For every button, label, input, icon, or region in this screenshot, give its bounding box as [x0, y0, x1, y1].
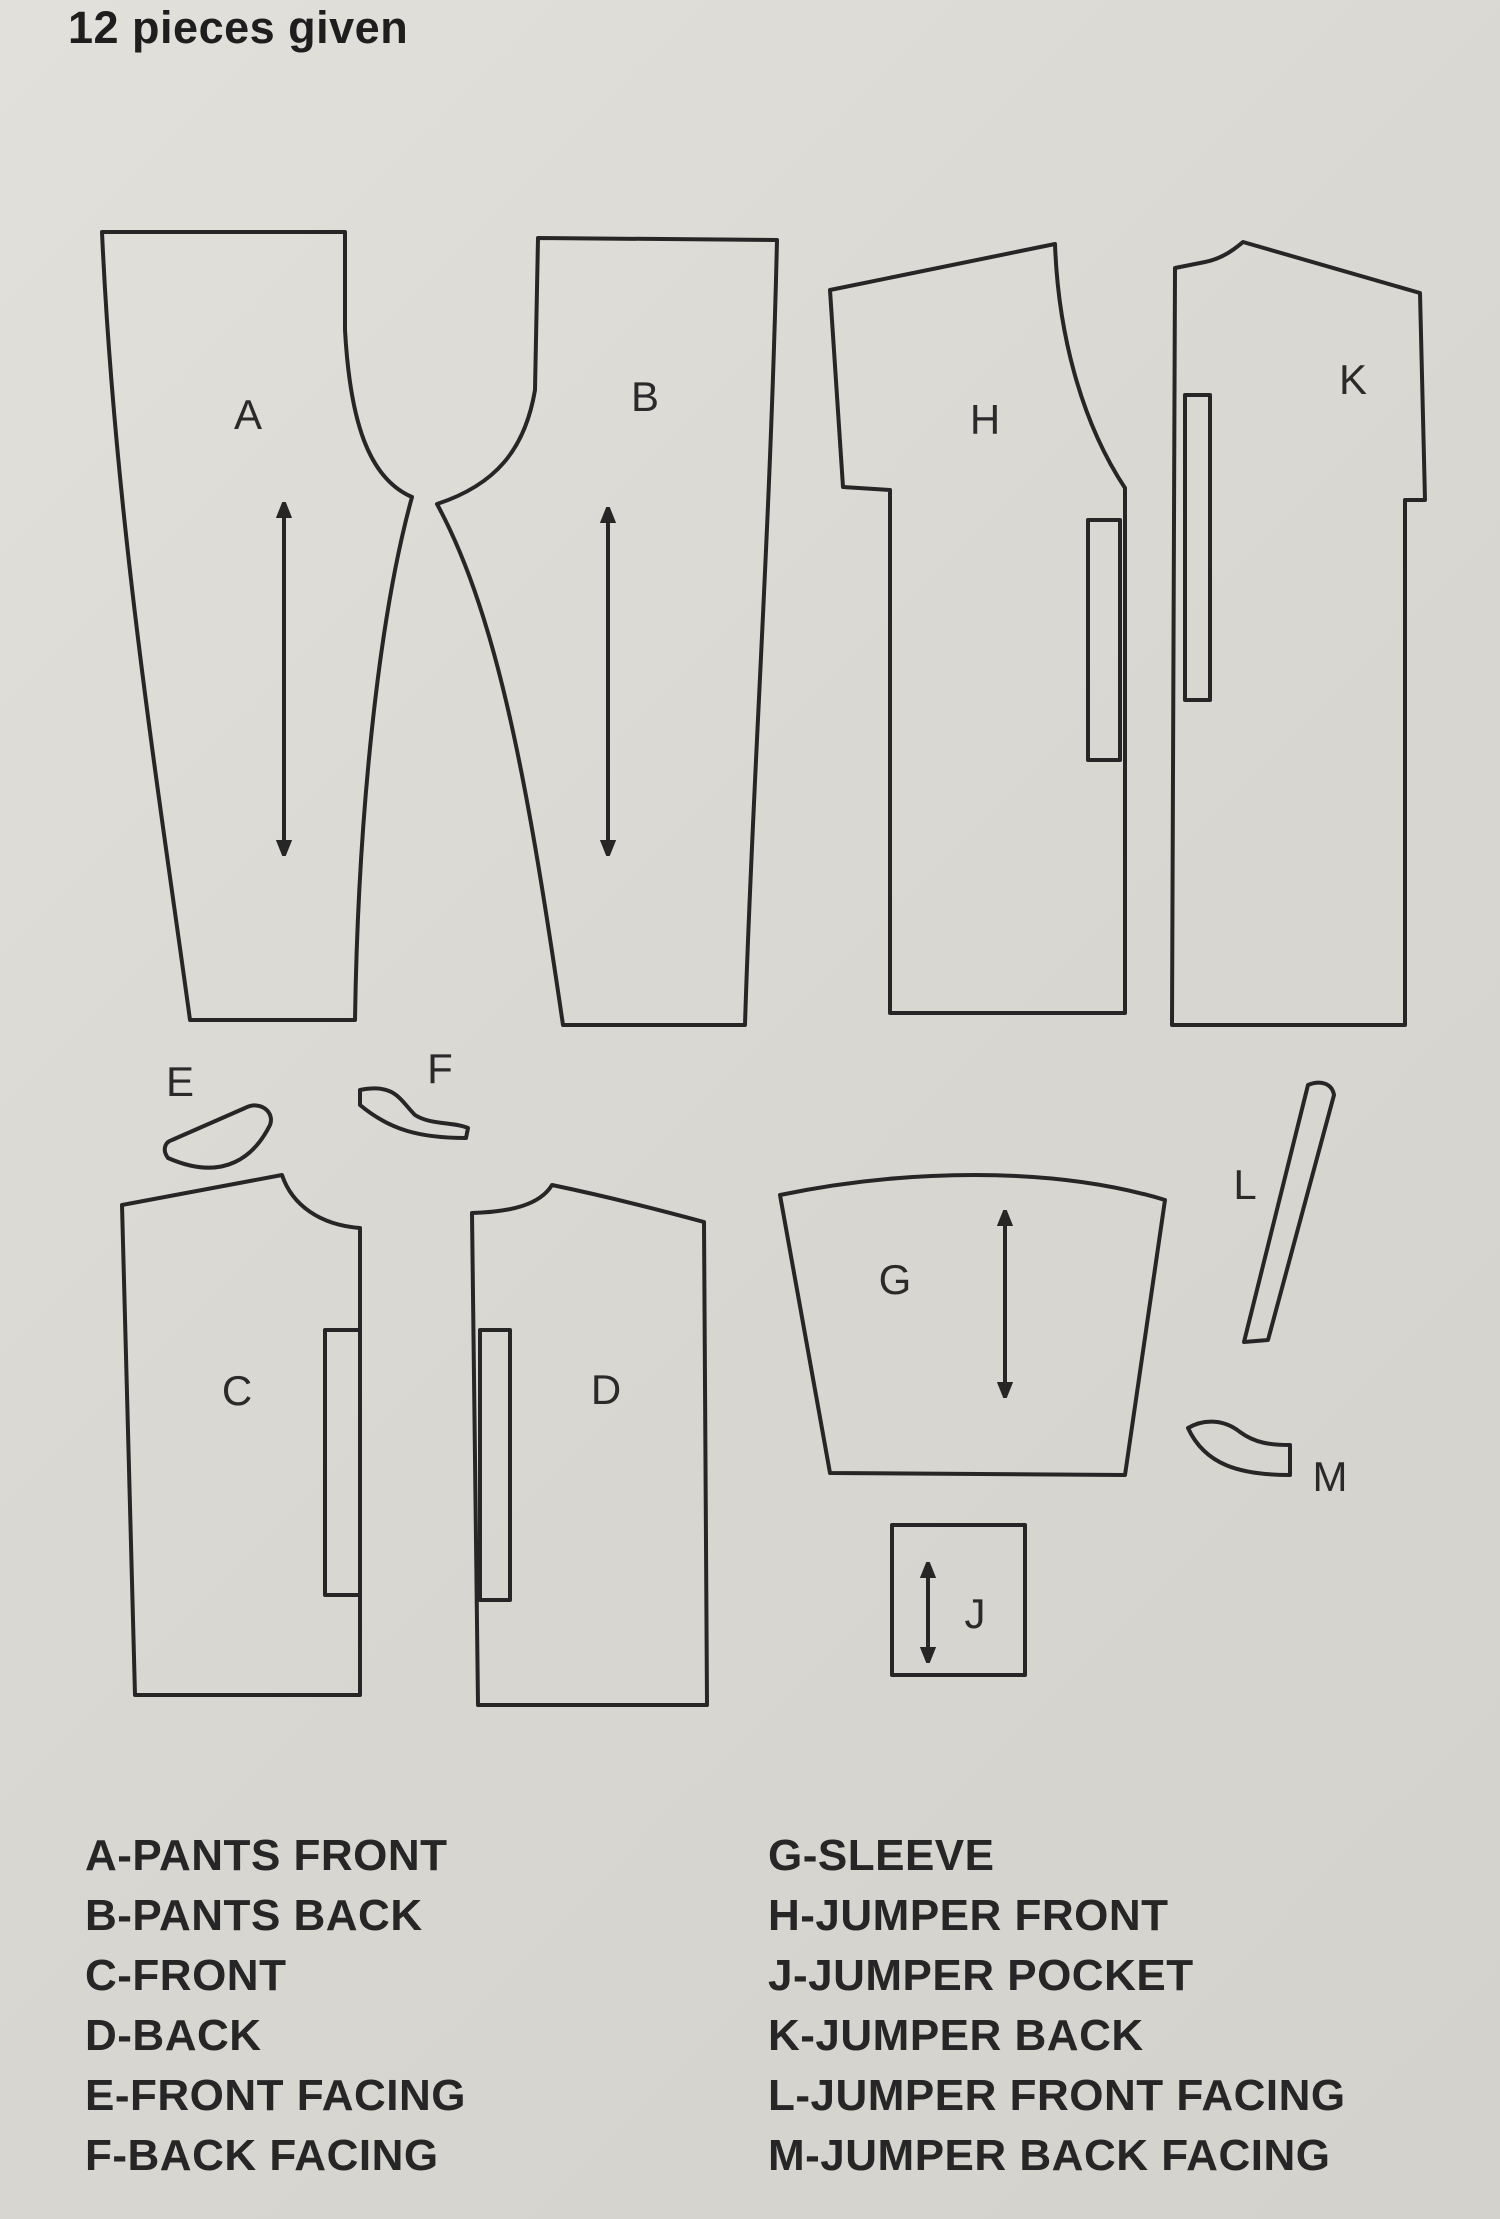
piece-e-front-facing: E: [162, 1058, 273, 1170]
piece-j-jumper-pocket: J: [890, 1523, 1027, 1677]
legend-item: L-JUMPER FRONT FACING: [768, 2071, 1346, 2120]
legend-item: M-JUMPER BACK FACING: [768, 2131, 1331, 2180]
legend-left: A-PANTS FRONT B-PANTS BACK C-FRONT D-BAC…: [85, 1826, 466, 2186]
piece-label-g: G: [879, 1256, 912, 1303]
legend-item: F-BACK FACING: [85, 2131, 439, 2180]
piece-m-jumper-back-facing: M: [1186, 1419, 1348, 1500]
piece-c-front: C: [120, 1173, 362, 1697]
piece-h-jumper-front: H: [828, 242, 1127, 1015]
piece-k-jumper-back: K: [1170, 240, 1427, 1027]
pocket-placement: [323, 1328, 362, 1597]
piece-b-pants-back: B: [435, 236, 779, 1027]
piece-f-back-facing: F: [358, 1045, 470, 1140]
piece-label-k: K: [1339, 356, 1367, 403]
piece-d-back: D: [470, 1183, 709, 1707]
page-title: 12 pieces given: [68, 2, 409, 53]
legend-item: G-SLEEVE: [768, 1831, 995, 1880]
piece-a-pants-front: A: [100, 230, 414, 1022]
legend-item: A-PANTS FRONT: [85, 1831, 448, 1880]
legend-right: G-SLEEVE H-JUMPER FRONT J-JUMPER POCKET …: [768, 1826, 1346, 2186]
piece-label-j: J: [965, 1590, 986, 1637]
piece-label-d: D: [591, 1366, 621, 1413]
piece-label-b: B: [631, 373, 659, 420]
piece-label-a: A: [234, 391, 262, 438]
pocket-placement: [1086, 518, 1122, 762]
pocket-placement: [1183, 393, 1212, 702]
piece-label-c: C: [222, 1367, 252, 1414]
piece-label-l: L: [1233, 1161, 1256, 1208]
piece-label-f: F: [427, 1045, 453, 1092]
legend-item: B-PANTS BACK: [85, 1891, 423, 1940]
legend-item: C-FRONT: [85, 1951, 287, 2000]
legend-item: D-BACK: [85, 2011, 262, 2060]
piece-label-e: E: [166, 1058, 194, 1105]
legend-item: E-FRONT FACING: [85, 2071, 466, 2120]
legend-item: J-JUMPER POCKET: [768, 1951, 1194, 2000]
piece-label-m: M: [1313, 1453, 1348, 1500]
pocket-placement: [478, 1328, 512, 1602]
piece-g-sleeve: G: [778, 1173, 1167, 1477]
legend-item: K-JUMPER BACK: [768, 2011, 1144, 2060]
piece-label-h: H: [970, 396, 1000, 443]
piece-l-jumper-front-facing: L: [1233, 1080, 1336, 1344]
legend-item: H-JUMPER FRONT: [768, 1891, 1169, 1940]
